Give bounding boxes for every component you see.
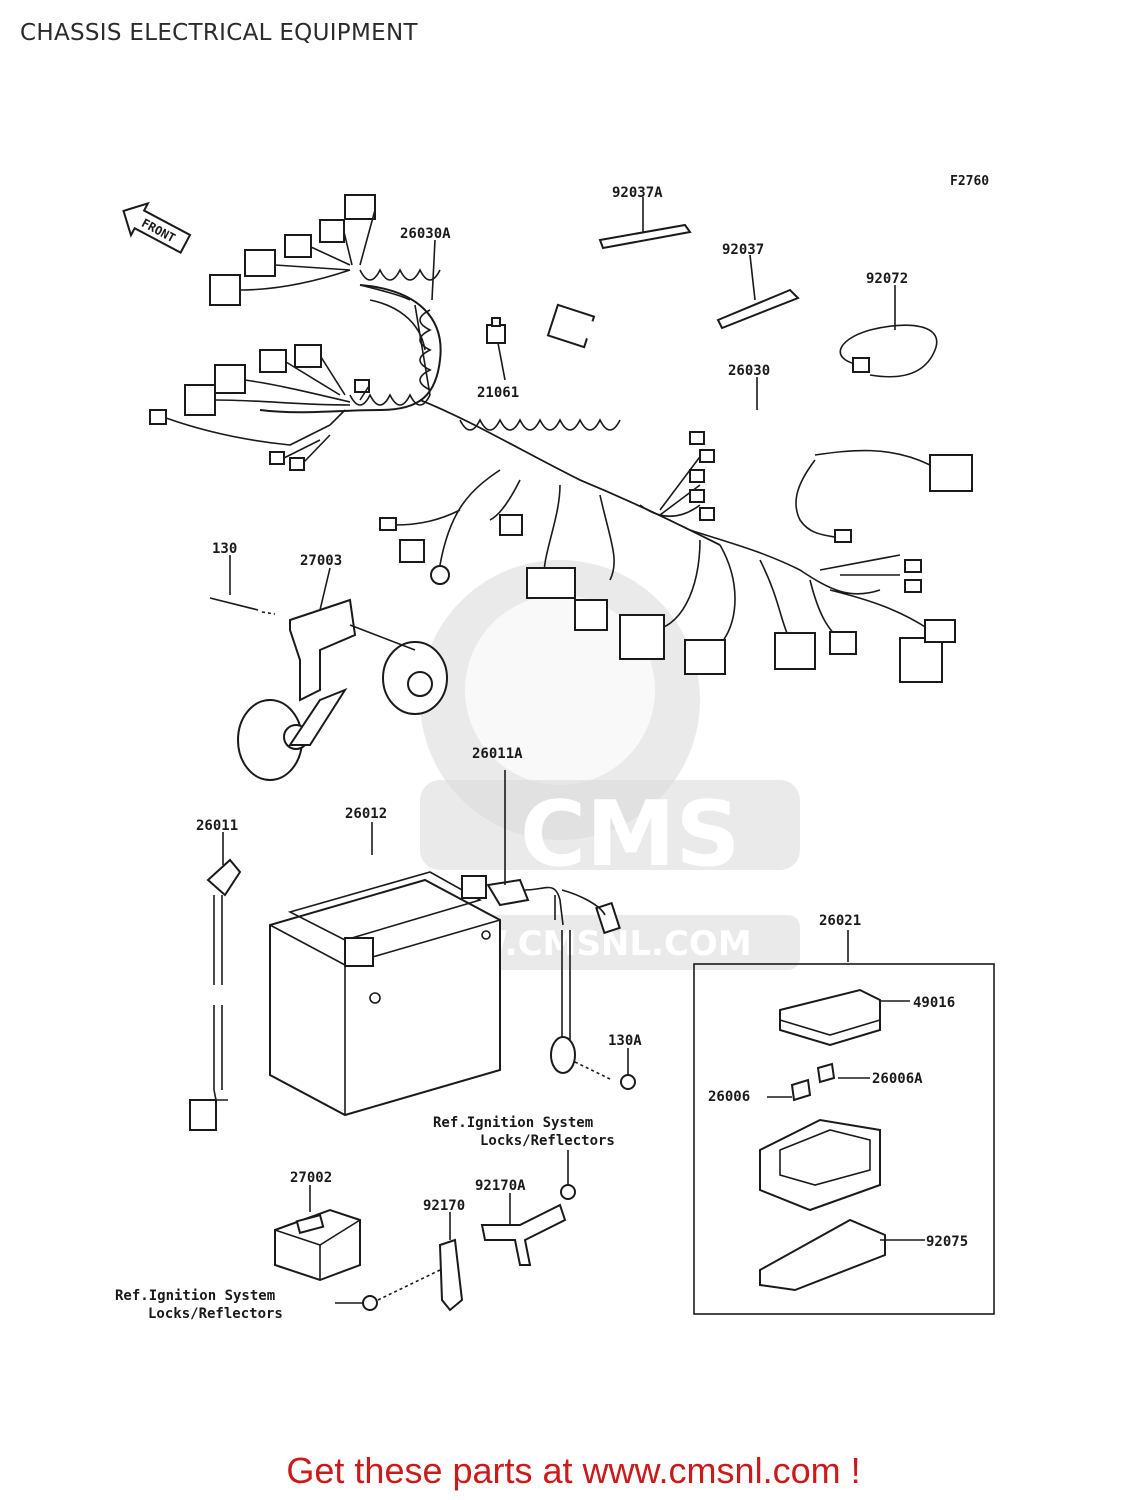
battery-drawing bbox=[269, 871, 501, 1117]
label-26006: 26006 bbox=[708, 1089, 750, 1105]
label-130A: 130A bbox=[608, 1033, 642, 1049]
front-arrow: FRONT bbox=[122, 201, 192, 254]
horn-assembly-drawing bbox=[209, 597, 448, 781]
label-92170: 92170 bbox=[423, 1198, 465, 1214]
strap-drawings bbox=[598, 223, 938, 378]
label-92037A: 92037A bbox=[612, 185, 663, 201]
label-26011: 26011 bbox=[196, 818, 238, 834]
ref-note-1-line1: Ref.Ignition System bbox=[433, 1115, 593, 1131]
label-92072: 92072 bbox=[866, 271, 908, 287]
ref-note-2-line1: Ref.Ignition System bbox=[115, 1288, 275, 1304]
label-26030A: 26030A bbox=[400, 226, 451, 242]
label-92170A: 92170A bbox=[475, 1178, 526, 1194]
label-49016: 49016 bbox=[913, 995, 955, 1011]
footer-link[interactable]: Get these parts at www.cmsnl.com ! bbox=[286, 1450, 861, 1491]
ref-note-2-line2: Locks/Reflectors bbox=[148, 1306, 283, 1322]
label-27002: 27002 bbox=[290, 1170, 332, 1186]
label-26006A: 26006A bbox=[872, 1071, 923, 1087]
part-labels: 92037A 92037 92072 26030A 26030 21061 13… bbox=[196, 185, 968, 1250]
label-26011A: 26011A bbox=[472, 746, 523, 762]
label-92037: 92037 bbox=[722, 242, 764, 258]
label-26030: 26030 bbox=[728, 363, 770, 379]
reference-notes: Ref.Ignition System Locks/Reflectors Ref… bbox=[115, 1115, 615, 1322]
page-title: CHASSIS ELECTRICAL EQUIPMENT bbox=[20, 20, 418, 46]
cable-26011-drawing bbox=[189, 858, 242, 1131]
leader-lines bbox=[222, 197, 925, 1304]
label-27003: 27003 bbox=[300, 553, 342, 569]
unit-27002-drawing bbox=[274, 1208, 361, 1282]
cable-26011A-drawing bbox=[486, 878, 636, 1090]
label-130: 130 bbox=[212, 541, 237, 557]
label-26021: 26021 bbox=[819, 913, 861, 929]
fuse-box-drawing bbox=[693, 963, 995, 1315]
bracket-drawings bbox=[362, 1184, 576, 1312]
main-harness-drawing bbox=[149, 194, 956, 683]
sub-harness-drawing bbox=[546, 303, 973, 543]
label-21061: 21061 bbox=[477, 385, 519, 401]
watermark-logo-text: CMS bbox=[520, 782, 740, 887]
label-26012: 26012 bbox=[345, 806, 387, 822]
label-92075: 92075 bbox=[926, 1234, 968, 1250]
connector-21061-drawing bbox=[486, 317, 506, 344]
exploded-diagram: CMS WWW.CMSNL.COM F2760 FRONT bbox=[115, 174, 995, 1322]
figure-code: F2760 bbox=[950, 174, 989, 189]
ref-note-1-line2: Locks/Reflectors bbox=[480, 1133, 615, 1149]
